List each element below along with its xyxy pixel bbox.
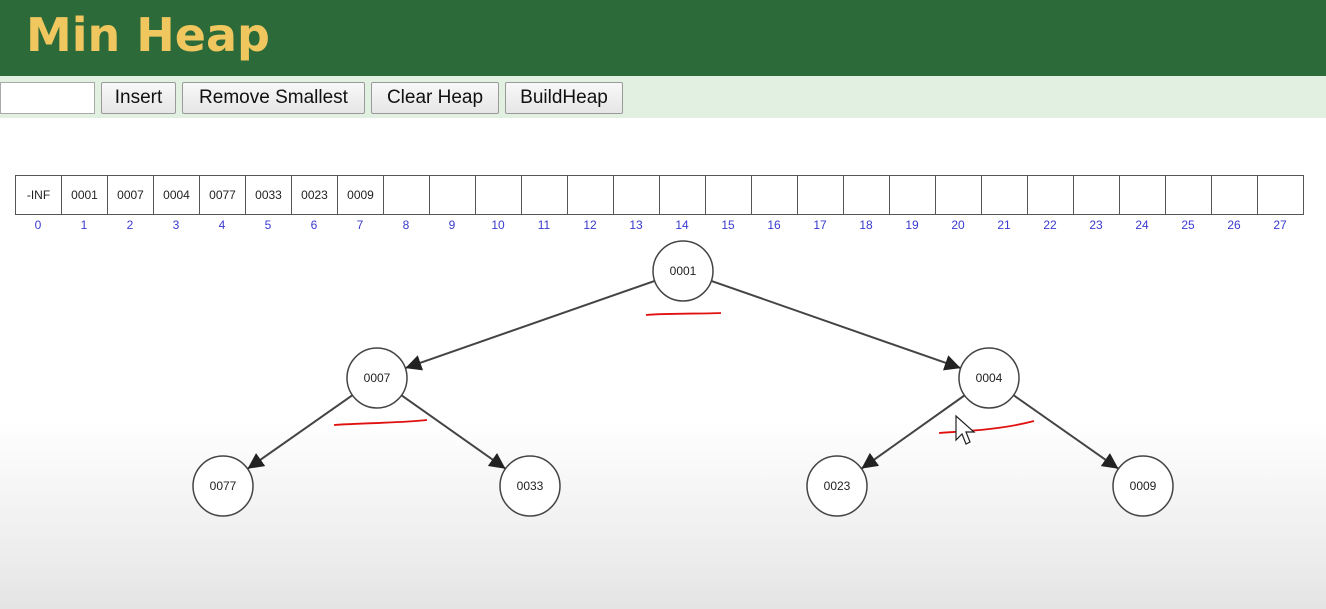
array-index-label: 10 [491,218,505,232]
array-cell [1212,175,1258,215]
tree-node-circle [806,455,868,517]
array-cell [430,175,476,215]
array-cell: 0001 [62,175,108,215]
array-index-label: 7 [356,218,364,232]
array-cell: 0009 [338,175,384,215]
tree-edge [404,279,656,371]
tree-node: 0077 [192,455,254,517]
tree-node-circle [958,347,1020,409]
array-index-label: 2 [126,218,134,232]
value-input[interactable] [0,82,95,114]
tree-node-label: 0077 [210,479,237,493]
annotation-underline [938,420,1035,434]
tree-node-circle [499,455,561,517]
array-index-label: 23 [1089,218,1103,232]
array-index-label: 4 [218,218,226,232]
array-index-label: 21 [997,218,1011,232]
array-index-label: 24 [1135,218,1149,232]
tree-node-label: 0001 [670,264,697,278]
tree-node: 0009 [1112,455,1174,517]
array-cell: -INF [16,175,62,215]
annotation-underlines [333,312,1035,434]
array-cell [752,175,798,215]
array-index-label: 27 [1273,218,1287,232]
array-cell [706,175,752,215]
tree-edge [246,394,354,470]
array-cell [660,175,706,215]
array-cell: 0007 [108,175,154,215]
array-cell [1074,175,1120,215]
clear-heap-button[interactable]: Clear Heap [371,82,499,114]
array-index-label: 18 [859,218,873,232]
array-cell [844,175,890,215]
array-cell [1120,175,1166,215]
array-index-label: 11 [537,218,551,232]
tree-edge [400,394,507,470]
array-index-label: 8 [402,218,410,232]
tree-node: 0033 [499,455,561,517]
array-cell: 0023 [292,175,338,215]
array-cell [1166,175,1212,215]
array-cell [476,175,522,215]
array-cell [568,175,614,215]
array-cell [936,175,982,215]
array-index-label: 12 [583,218,597,232]
tree-node-label: 0009 [1130,479,1157,493]
header-bar: Min Heap [0,0,1326,76]
array-cell [982,175,1028,215]
array-index-label: 17 [813,218,827,232]
tree-node-label: 0033 [517,479,544,493]
annotation-underline [645,312,722,316]
mouse-pointer-icon [955,414,976,445]
array-cell [1028,175,1074,215]
tree-node-label: 0023 [824,479,851,493]
array-cell: 0033 [246,175,292,215]
tree-node: 0023 [806,455,868,517]
array-index-label: 9 [448,218,456,232]
array-index-label: 15 [721,218,735,232]
array-index-label: 20 [951,218,965,232]
tree-node-circle [1112,455,1174,517]
page-title: Min Heap [26,8,270,62]
tree-edge [860,394,966,470]
array-cell: 0004 [154,175,200,215]
array-index-label: 5 [264,218,272,232]
array-cell [1258,175,1304,215]
array-index-label: 1 [80,218,88,232]
array-index-label: 0 [34,218,42,232]
annotation-underline [333,419,428,426]
array-index-label: 25 [1181,218,1195,232]
array-cell: 0077 [200,175,246,215]
array-index-label: 14 [675,218,689,232]
tree-node: 0004 [958,347,1020,409]
tree-node: 0001 [652,240,714,302]
array-index-label: 13 [629,218,643,232]
array-cell [384,175,430,215]
tree-node-label: 0007 [364,371,391,385]
tree-node-circle [346,347,408,409]
array-index-label: 16 [767,218,781,232]
array-index-label: 26 [1227,218,1241,232]
tree-node-label: 0004 [976,371,1003,385]
array-cell [798,175,844,215]
tree-node-circle [652,240,714,302]
array-index-label: 22 [1043,218,1057,232]
tree-node: 0007 [346,347,408,409]
array-index-label: 19 [905,218,919,232]
array-cell [890,175,936,215]
tree-node-circle [192,455,254,517]
array-cell [614,175,660,215]
tree-edge [710,279,962,371]
array-index-label: 6 [310,218,318,232]
array-cell [522,175,568,215]
tree-edge [1012,394,1120,470]
insert-button[interactable]: Insert [101,82,176,114]
remove-smallest-button[interactable]: Remove Smallest [182,82,365,114]
build-heap-button[interactable]: BuildHeap [505,82,623,114]
array-index-label: 3 [172,218,180,232]
